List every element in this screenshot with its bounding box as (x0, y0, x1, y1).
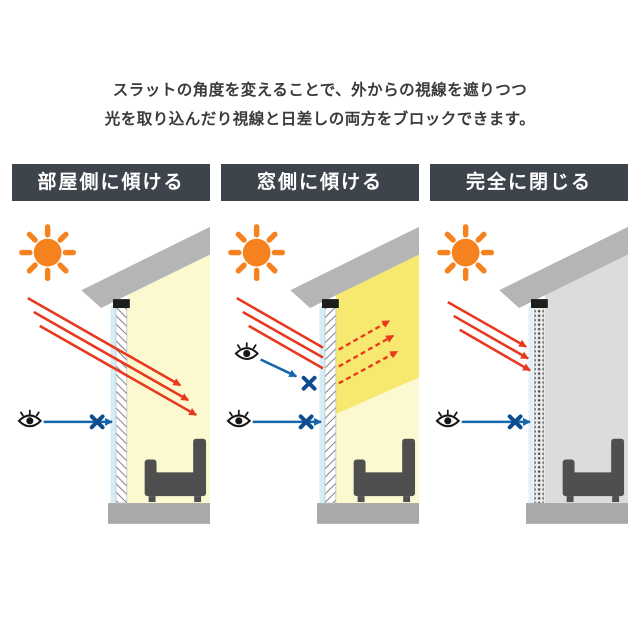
sunlight-arrows (236, 297, 324, 370)
blind-headrail (321, 299, 339, 309)
blind-closed (534, 305, 545, 504)
sun-icon (228, 224, 286, 282)
eye-icon (234, 342, 260, 360)
blind-headrail (530, 299, 548, 309)
block-x-icon-upper (301, 375, 317, 391)
eye-icon-lower (226, 409, 252, 428)
window-glass (319, 306, 325, 504)
house-floor (526, 503, 628, 524)
panel-tilt-window: 窓側に傾ける (221, 164, 419, 538)
eye-icon (17, 409, 43, 428)
blind-slats (324, 305, 337, 504)
house-floor (108, 503, 210, 524)
sunlight-arrows (27, 296, 197, 417)
sightline-arrow-upper (260, 358, 298, 378)
panel-row: 部屋側に傾ける (0, 164, 640, 538)
sofa-icon (353, 438, 416, 503)
diagram-fully-closed (435, 224, 628, 524)
house-floor (317, 503, 419, 524)
diagram-tilt-room (17, 224, 210, 524)
intro-text: スラットの角度を変えることで、外からの視線を遮りつつ 光を取り込んだり視線と日差… (0, 0, 640, 134)
window-glass (110, 306, 116, 504)
sun-icon (19, 224, 77, 282)
panel-title-tilt-room: 部屋側に傾ける (12, 164, 210, 201)
sofa-icon (562, 438, 625, 503)
house-roof (290, 226, 419, 309)
intro-line-1: スラットの角度を変えることで、外からの視線を遮りつつ (112, 82, 528, 99)
intro-line-2: 光を取り込んだり視線と日差しの両方をブロックできます。 (104, 111, 536, 128)
house-roof (499, 226, 628, 309)
sunlight-arrows (447, 300, 531, 372)
block-x-icon-lower (298, 414, 314, 430)
sofa-icon (144, 438, 207, 503)
room-interior (544, 254, 628, 504)
window-glass (528, 306, 534, 504)
block-x-icon (507, 414, 523, 430)
blind-slats (115, 305, 128, 504)
panel-title-fully-closed: 完全に閉じる (430, 164, 628, 201)
diagram-tilt-window (226, 224, 419, 524)
panel-title-tilt-window: 窓側に傾ける (221, 164, 419, 201)
blind-headrail (112, 299, 130, 309)
sun-icon (437, 224, 495, 282)
reflected-light-arrows (338, 319, 399, 385)
eye-icon (435, 409, 461, 428)
panel-fully-closed: 完全に閉じる (430, 164, 628, 538)
house-roof (81, 226, 210, 309)
panel-tilt-room: 部屋側に傾ける (12, 164, 210, 538)
block-x-icon (89, 414, 105, 430)
